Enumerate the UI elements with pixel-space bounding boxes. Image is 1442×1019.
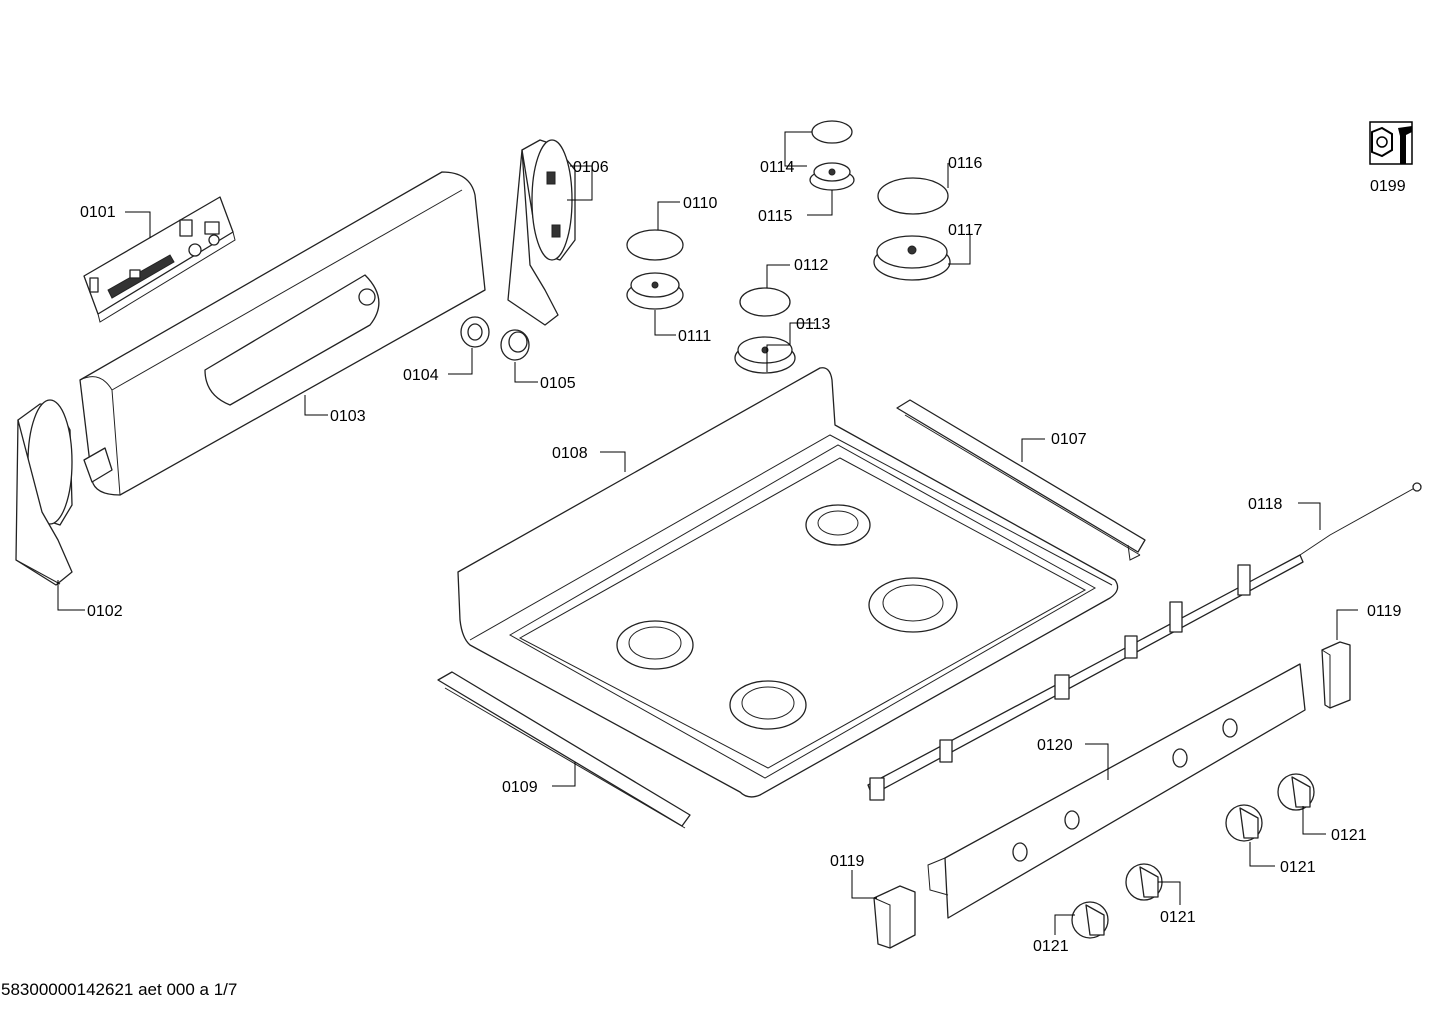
burner-base-0117-drawing — [873, 235, 951, 281]
label-0121-d: 0121 — [1033, 938, 1069, 955]
label-0107: 0107 — [1051, 431, 1087, 448]
document-id: 58300000142621 aet 000 a 1/7 — [1, 980, 238, 999]
burner-base-0113-drawing — [734, 336, 796, 374]
label-0199: 0199 — [1370, 178, 1406, 195]
left-end-cap-drawing — [15, 399, 73, 586]
right-end-cap-drawing — [507, 139, 576, 326]
label-0116: 0116 — [948, 155, 983, 172]
label-0119-right: 0119 — [1367, 603, 1402, 620]
burner-cap-0114-drawing — [811, 120, 853, 144]
burner-cap-0116-drawing — [877, 177, 949, 215]
label-0120: 0120 — [1037, 737, 1073, 754]
label-0109: 0109 — [502, 779, 538, 796]
front-rail-drawing — [437, 671, 691, 829]
label-0105: 0105 — [540, 375, 576, 392]
label-0121-a: 0121 — [1331, 827, 1367, 844]
label-0102: 0102 — [87, 603, 123, 620]
label-0108: 0108 — [552, 445, 588, 462]
label-0119-left: 0119 — [830, 853, 865, 870]
bracket-right-drawing — [1321, 641, 1351, 709]
burner-base-0115-drawing — [809, 162, 855, 191]
control-panel-drawing — [927, 663, 1306, 919]
label-0114: 0114 — [760, 159, 795, 176]
bezel-drawing — [460, 316, 490, 348]
label-0115: 0115 — [758, 208, 793, 225]
burner-cap-0110-drawing — [626, 229, 684, 261]
part-labels: 0101 0102 0103 0104 0105 0106 0107 0108 … — [80, 155, 1406, 955]
label-0121-c: 0121 — [1160, 909, 1196, 926]
knob-small-drawing — [500, 329, 530, 361]
label-0118: 0118 — [1248, 496, 1283, 513]
knob-0121-d-drawing — [1277, 773, 1315, 811]
rear-rail-drawing — [896, 399, 1146, 561]
bracket-left-drawing — [873, 885, 916, 949]
label-0113: 0113 — [796, 316, 831, 333]
knob-0121-a-drawing — [1071, 901, 1109, 939]
cooktop-drawing — [457, 367, 1119, 798]
burner-cap-0112-drawing — [739, 287, 791, 317]
label-0103: 0103 — [330, 408, 366, 425]
label-0121-b: 0121 — [1280, 859, 1316, 876]
burner-base-0111-drawing — [626, 272, 684, 310]
label-0106: 0106 — [573, 159, 609, 176]
label-0111: 0111 — [678, 328, 711, 345]
label-0117: 0117 — [948, 222, 983, 239]
backguard-panel-drawing — [79, 171, 486, 496]
control-board-drawing — [83, 196, 236, 323]
knob-0121-b-drawing — [1125, 863, 1163, 901]
knob-0121-c-drawing — [1225, 804, 1263, 842]
wrench-nut-icon — [1369, 121, 1413, 165]
label-0104: 0104 — [403, 367, 439, 384]
label-0110: 0110 — [683, 195, 718, 212]
gas-manifold-drawing — [867, 482, 1422, 801]
label-0101: 0101 — [80, 204, 116, 221]
label-0112: 0112 — [794, 257, 829, 274]
leader-lines — [57, 131, 1358, 935]
